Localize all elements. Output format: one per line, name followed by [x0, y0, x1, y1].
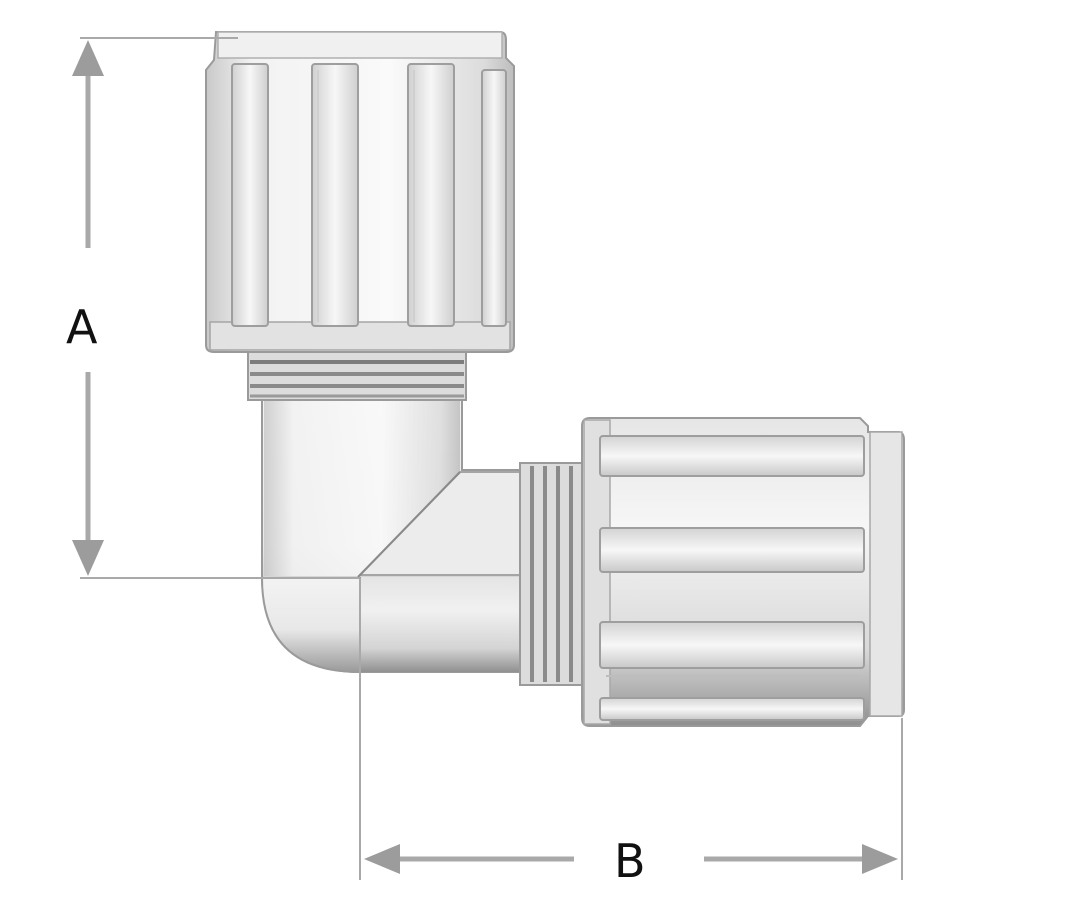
elbow-body [260, 394, 521, 674]
dimension-b [359, 578, 903, 880]
dimension-b-arrow-left [364, 844, 400, 874]
dimension-a-arrow-up [72, 40, 104, 76]
dimension-a-label: A [66, 300, 98, 354]
right-nut [581, 417, 905, 727]
dimension-a [72, 37, 358, 579]
dimension-a-arrow-down [72, 540, 104, 576]
top-nut [205, 31, 515, 353]
dimension-b-arrow-right [862, 844, 898, 874]
dimension-b-label: B [614, 834, 646, 888]
right-thread [519, 462, 583, 686]
top-thread [247, 351, 467, 401]
